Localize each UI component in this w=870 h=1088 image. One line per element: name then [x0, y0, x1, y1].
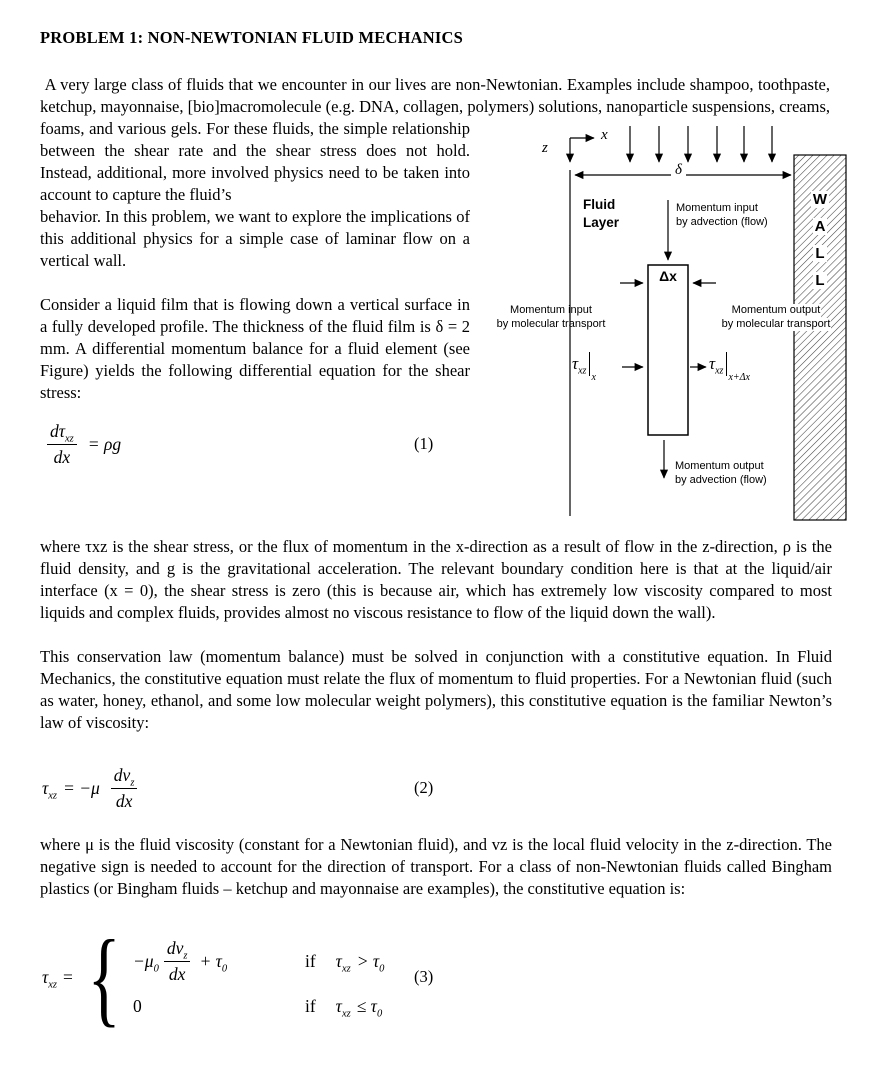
shear-stress-at-x: τxzx — [572, 352, 596, 384]
lhs: τxz — [42, 967, 58, 991]
paragraph-intro: A very large class of fluids that we enc… — [40, 75, 830, 204]
equation-3-number: (3) — [414, 967, 434, 986]
delta-thickness-label: δ — [671, 163, 686, 178]
fraction: dvz dx — [110, 764, 138, 812]
flow-arrows — [625, 126, 777, 163]
wall-hatched-region — [793, 154, 847, 521]
z-axis-label: z — [542, 140, 548, 156]
fluid-layer-label: Fluid Layer — [583, 197, 620, 230]
lhs: τxz — [42, 778, 58, 802]
piecewise-cases: −μ0 dvz dx + τ0 if τxz > τ0 — [132, 937, 385, 1020]
equation-1-number: (1) — [414, 434, 434, 453]
equation-3: τxz = { −μ0 dvz dx + τ0 if τxz — [42, 916, 434, 1037]
paragraph-intro-continued: behavior. In this problem, we want to ex… — [40, 207, 470, 270]
momentum-input-molecular-label: Momentum input by molecular transport — [496, 304, 606, 330]
control-volume — [647, 264, 689, 436]
paragraph-bingham: where μ is the fluid viscosity (constant… — [40, 835, 832, 898]
equation-1: dτxz dx = ρg (1) — [42, 420, 470, 468]
evaluation-bar — [726, 352, 728, 376]
bingham-case-rigid: 0 if τxz ≤ τ0 — [132, 996, 383, 1020]
page-title: PROBLEM 1: NON-NEWTONIAN FLUID MECHANICS — [40, 28, 463, 47]
paragraph-boundary-condition: where τxz is the shear stress, or the fl… — [40, 537, 832, 622]
curly-brace: { — [87, 916, 121, 1037]
evaluation-bar — [589, 352, 591, 376]
paragraph-problem-setup: Consider a liquid film that is flowing d… — [40, 295, 470, 402]
shear-stress-at-x-plus-dx: τxzx+Δx — [709, 352, 750, 384]
document-body: x z δ Fluid Layer Momentum input by adve… — [40, 74, 847, 1037]
delta-x-label: Δx — [659, 268, 677, 284]
momentum-output-advection-label: Momentum output by advection (flow) — [675, 460, 767, 486]
wall-label: W A L L — [810, 191, 830, 289]
momentum-output-molecular-label: Momentum output by molecular transport — [720, 304, 832, 331]
x-axis-label: x — [601, 127, 608, 143]
bingham-case-flowing: −μ0 dvz dx + τ0 if τxz > τ0 — [132, 937, 385, 985]
coordinate-axes — [565, 133, 595, 163]
fraction: dvz dx — [163, 937, 191, 985]
equation-2: τxz = −μ dvz dx (2) — [42, 764, 434, 812]
fraction: dτxz dx — [47, 420, 77, 468]
figure-float-spacer — [830, 74, 832, 120]
equation-2-number: (2) — [414, 778, 434, 797]
document-page: PROBLEM 1: NON-NEWTONIAN FLUID MECHANICS — [40, 28, 847, 1037]
momentum-balance-figure: x z δ Fluid Layer Momentum input by adve… — [480, 120, 847, 524]
paragraph-constitutive: This conservation law (momentum balance)… — [40, 647, 832, 732]
momentum-input-advection-label: Momentum input by advection (flow) — [676, 202, 768, 228]
